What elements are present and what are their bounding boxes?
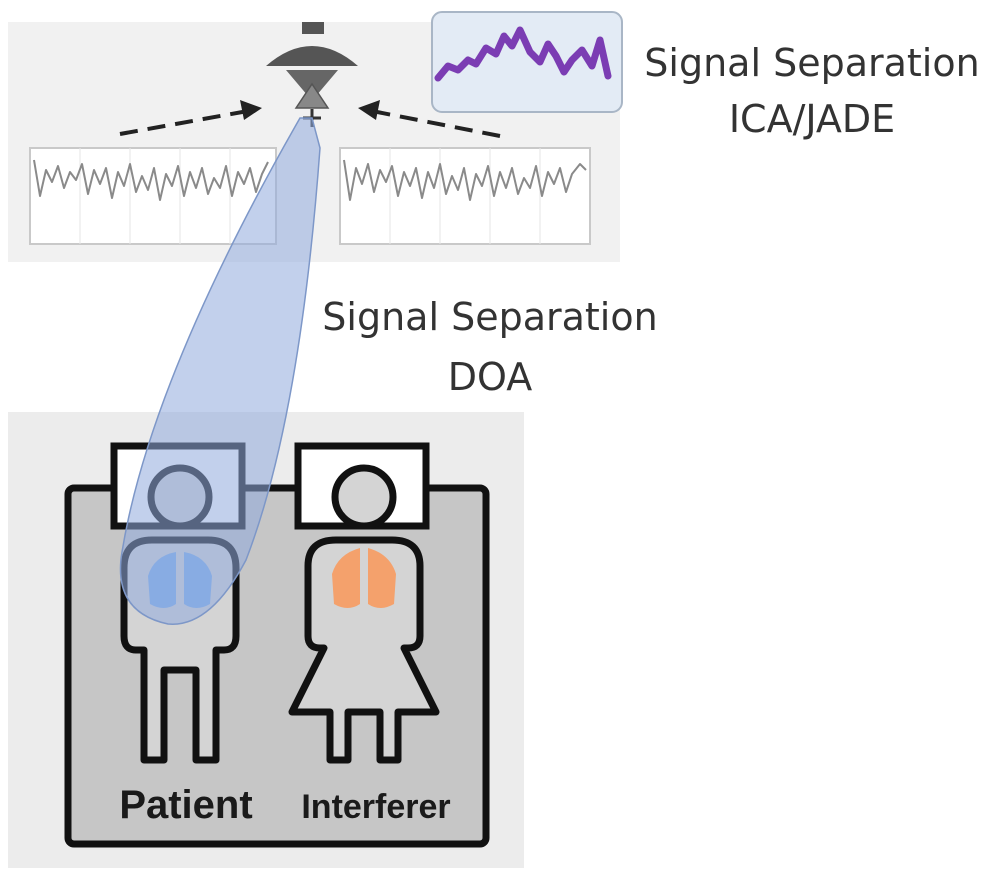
ica-label-line1: Signal Separation [644, 41, 979, 85]
right-signal-arrow [358, 100, 501, 138]
left-mixed-waveform [29, 147, 277, 245]
interferer-lungs [332, 548, 396, 608]
interferer-label: Interferer [301, 788, 450, 826]
doa-label-line1: Signal Separation [322, 295, 657, 339]
separated-signal-trace [434, 26, 612, 82]
right-mixed-waveform [339, 147, 591, 245]
doa-label-line2: DOA [448, 355, 533, 399]
doa-beam [119, 117, 321, 625]
patient-label: Patient [119, 783, 252, 827]
ica-label-line2: ICA/JADE [729, 97, 895, 141]
left-signal-arrow [119, 100, 262, 136]
interferer-figure-icon [288, 464, 440, 764]
separated-signal-box [431, 11, 623, 113]
